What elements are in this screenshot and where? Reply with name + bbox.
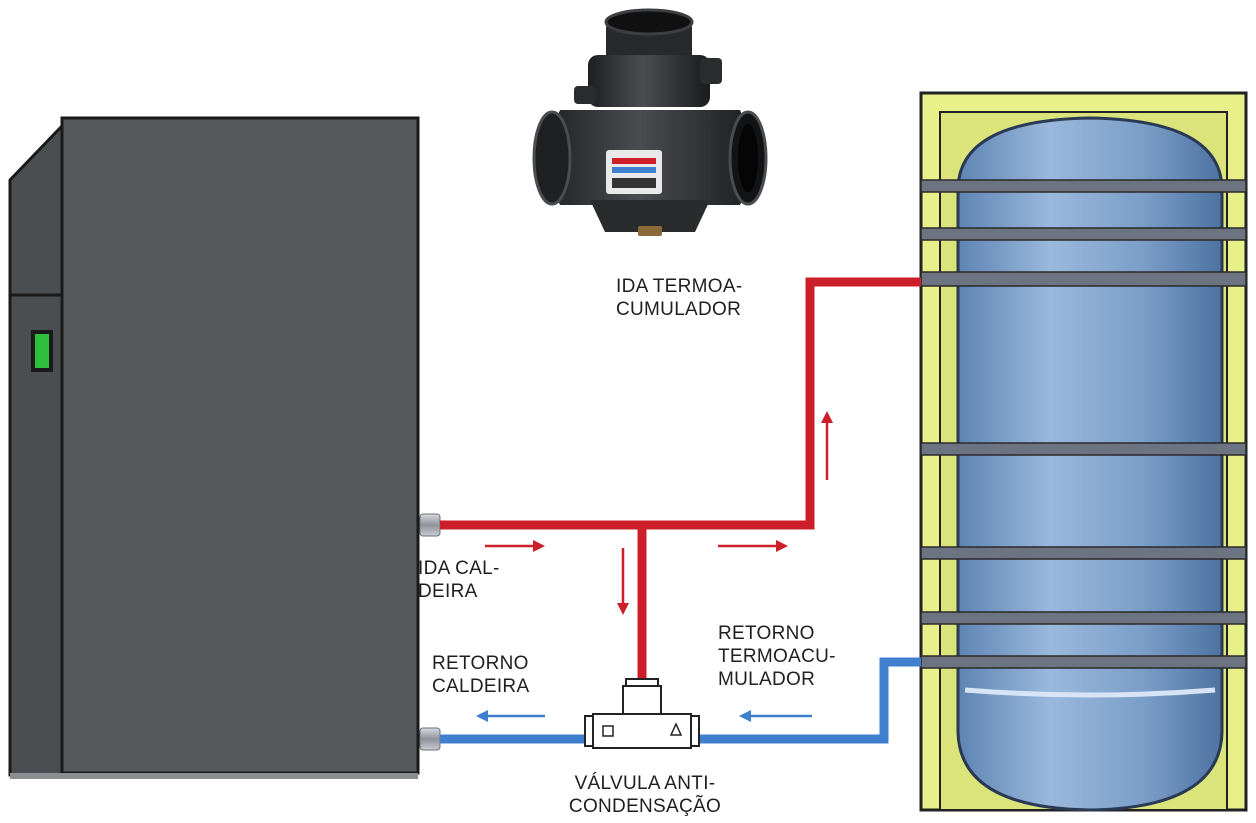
boiler-outlet-stub bbox=[419, 513, 441, 537]
label-valvula-line-1: VÁLVULA ANTI- bbox=[574, 773, 716, 794]
label-retorno-caldeira-line-1: RETORNO bbox=[432, 653, 529, 674]
flow-arrows-hot bbox=[485, 411, 833, 615]
label-retorno-termoacumulador-line-3: MULADOR bbox=[718, 669, 816, 690]
label-ida-caldeira: IDA CAL- DEIRA bbox=[418, 557, 500, 603]
label-ida-termoacumulador: IDA TERMOA- CUMULADOR bbox=[616, 275, 742, 321]
label-retorno-termoacumulador-line-2: TERMOACU- bbox=[718, 646, 836, 667]
label-retorno-caldeira-line-2: CALDEIRA bbox=[432, 676, 530, 697]
label-valvula-anti-condensacao: VÁLVULA ANTI- CONDENSAÇÃO bbox=[540, 772, 750, 818]
boiler bbox=[8, 116, 441, 779]
boiler-inlet-stub bbox=[419, 727, 441, 751]
anti-condensation-valve-schematic bbox=[584, 678, 700, 749]
label-ida-caldeira-line-1: IDA CAL- bbox=[418, 558, 500, 579]
boiler-front-panel bbox=[60, 116, 420, 775]
label-ida-termoacumulador-line-2: CUMULADOR bbox=[616, 299, 742, 320]
cold-return-pipe bbox=[440, 657, 921, 744]
tank-connection-bands bbox=[920, 179, 1247, 669]
label-ida-termoacumulador-line-1: IDA TERMOA- bbox=[616, 276, 743, 297]
label-retorno-caldeira: RETORNO CALDEIRA bbox=[432, 652, 529, 698]
label-valvula-line-2: CONDENSAÇÃO bbox=[568, 796, 722, 817]
flow-arrows-cold bbox=[476, 710, 812, 722]
storage-tank bbox=[919, 91, 1248, 812]
thermostatic-valve-image bbox=[532, 8, 768, 236]
hot-supply-pipe bbox=[440, 277, 921, 680]
boiler-side-panel bbox=[8, 122, 64, 777]
boiler-base bbox=[10, 773, 418, 779]
tank-vessel bbox=[956, 116, 1224, 812]
label-retorno-termoacumulador: RETORNO TERMOACU- MULADOR bbox=[718, 622, 836, 691]
label-ida-caldeira-line-2: DEIRA bbox=[418, 581, 478, 602]
label-retorno-termoacumulador-line-1: RETORNO bbox=[718, 623, 815, 644]
